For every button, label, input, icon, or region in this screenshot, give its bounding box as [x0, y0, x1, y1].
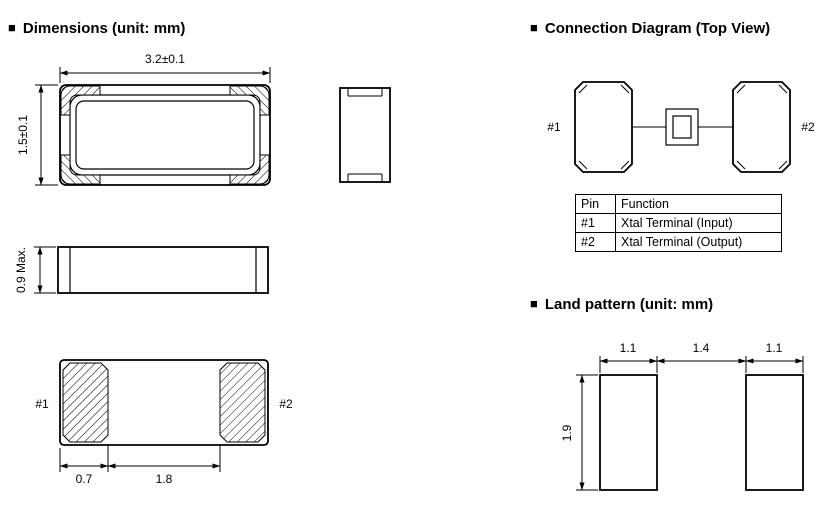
function-cell: Xtal Terminal (Output)	[615, 232, 782, 252]
dimensions-heading: ■ Dimensions (unit: mm)	[8, 20, 185, 37]
land-pattern-drawing: 1.1 1.4 1.1 1.9	[560, 341, 804, 491]
pad-2	[219, 362, 266, 443]
pad-width-label: 0.7	[76, 472, 93, 486]
function-column-header: Function	[615, 194, 782, 214]
section-bullet-icon: ■	[530, 296, 538, 311]
connection-heading: ■ Connection Diagram (Top View)	[530, 20, 770, 37]
table-row: #2 Xtal Terminal (Output)	[575, 232, 782, 252]
pad-1	[62, 362, 109, 443]
pad-gap-label: 1.8	[156, 472, 173, 486]
package-outline	[59, 84, 271, 186]
top-view: 3.2±0.1 1.5±0.1	[16, 52, 271, 186]
dimensions-title: Dimensions (unit: mm)	[22, 20, 186, 37]
bottom-view-pin2-label: #2	[279, 397, 293, 411]
connection-title: Connection Diagram (Top View)	[544, 20, 771, 37]
land-gap-label: 1.4	[693, 341, 710, 355]
land-left-width-label: 1.1	[620, 341, 637, 355]
dimensions-drawing: 3.2±0.1 1.5±0.1 0.9 Max.	[14, 52, 391, 486]
connection-pin1-label: #1	[547, 120, 561, 134]
table-header-row: Pin Function	[575, 194, 782, 214]
pin-column-header: Pin	[575, 194, 616, 214]
section-bullet-icon: ■	[8, 20, 16, 35]
land-pattern-title: Land pattern (unit: mm)	[544, 296, 714, 313]
top-view-height-label: 1.5±0.1	[16, 115, 30, 155]
crystal-symbol	[632, 108, 733, 146]
function-cell: Xtal Terminal (Input)	[615, 213, 782, 233]
side-view: 0.9 Max.	[14, 246, 269, 294]
pin-cell: #1	[575, 213, 616, 233]
land-pattern-heading: ■ Land pattern (unit: mm)	[530, 296, 713, 313]
land-right-width-label: 1.1	[766, 341, 783, 355]
end-view	[339, 87, 391, 183]
connection-pads	[574, 81, 791, 173]
connection-pin2-label: #2	[801, 120, 815, 134]
pin-function-table: Pin Function #1 Xtal Terminal (Input) #2…	[575, 194, 782, 252]
top-view-width-label: 3.2±0.1	[145, 52, 185, 66]
bottom-view-pin1-label: #1	[35, 397, 49, 411]
connection-drawing: #1 #2	[547, 81, 815, 173]
pin-cell: #2	[575, 232, 616, 252]
land-pads	[599, 374, 804, 491]
bottom-view: #1 #2 0.7 1.8	[35, 359, 293, 486]
table-row: #1 Xtal Terminal (Input)	[575, 213, 782, 233]
land-dimensions: 1.1 1.4 1.1 1.9	[560, 341, 804, 491]
land-height-label: 1.9	[560, 424, 574, 441]
section-bullet-icon: ■	[530, 20, 538, 35]
side-view-height-label: 0.9 Max.	[14, 247, 28, 293]
